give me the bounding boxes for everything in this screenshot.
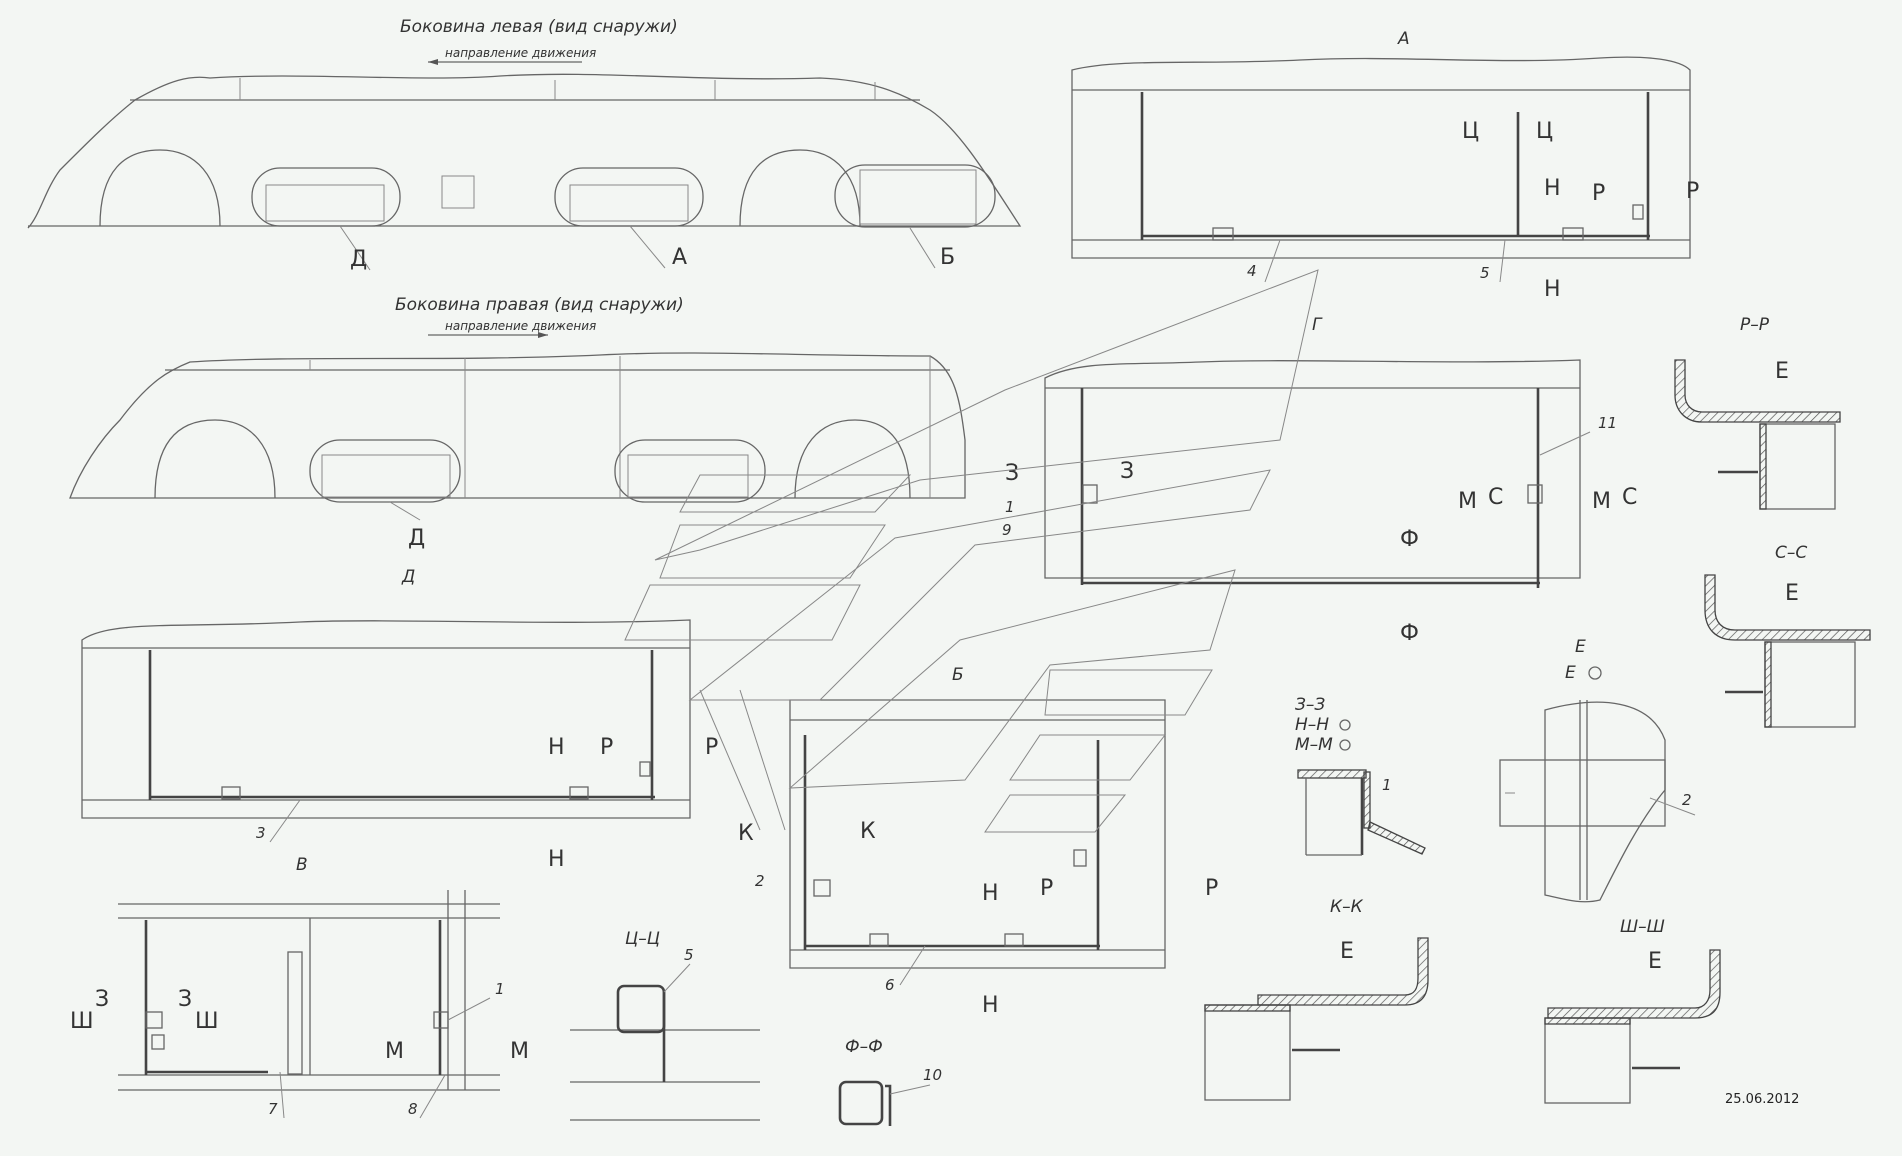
drawing-date: 25.06.2012	[1725, 1092, 1799, 1107]
view-A: А Ц Ц Н Р Р Н 4 5	[1071, 29, 1699, 302]
sec-M-4: М	[510, 1039, 529, 1064]
sec-Sh-2: Ш	[195, 1009, 219, 1034]
left-side-view: Боковина левая (вид снаружи) направление…	[27, 17, 1022, 272]
sec-K-1: К	[738, 821, 754, 846]
sec-N-1: Н	[1544, 176, 1561, 201]
section-ZZ-NN-MM: З–З Н–Н М–М 1	[1295, 695, 1426, 856]
view-label-B-left: Б	[940, 245, 955, 270]
view-label-D-left: Д	[350, 247, 367, 272]
callout-8: 8	[408, 1100, 418, 1118]
view-A-title: А	[1397, 29, 1410, 49]
callout-2b: 2	[1682, 791, 1692, 809]
view-E-title: Е	[1575, 637, 1586, 657]
section-KK-title: К–К	[1330, 897, 1364, 917]
section-ZZ-title: З–З	[1295, 695, 1325, 715]
sec-N-6: Н	[982, 993, 999, 1018]
sec-F-2: Ф	[1400, 621, 1419, 646]
right-side-title: Боковина правая (вид снаружи)	[395, 295, 684, 315]
sec-Z-4: З	[178, 987, 192, 1012]
callout-1b: 1	[495, 980, 505, 998]
callout-10: 10	[923, 1066, 942, 1084]
view-G: Г З З М С М С Ф Ф 1 9 11	[1002, 315, 1637, 646]
view-label-D-right: Д	[408, 526, 425, 551]
section-MM-title: М–М	[1295, 735, 1333, 755]
sec-Z-2: З	[1120, 459, 1134, 484]
sec-Z-3: З	[95, 987, 109, 1012]
section-KK: К–К Е	[1204, 897, 1429, 1101]
sec-E-2: Е	[1785, 581, 1799, 606]
callout-3: 3	[256, 824, 266, 842]
view-V: В З З Ш Ш М М 1 7 8	[70, 855, 529, 1119]
section-SS-title: С–С	[1775, 543, 1807, 563]
sec-F-1: Ф	[1400, 527, 1419, 552]
sec-M-2: М	[1592, 489, 1611, 514]
view-G-title: Г	[1312, 315, 1323, 335]
callout-4: 4	[1247, 262, 1257, 280]
section-ShSh-title: Ш–Ш	[1620, 917, 1665, 937]
sec-M-3: М	[385, 1039, 404, 1064]
sec-N-2: Н	[1544, 277, 1561, 302]
callout-5a: 5	[1480, 264, 1490, 282]
view-D-title: Д	[401, 567, 415, 587]
view-B: Б К К Н Р Р Н 2 6	[738, 665, 1218, 1018]
sec-K-2: К	[860, 819, 876, 844]
sec-R-4: Р	[705, 735, 718, 760]
section-ShSh: Ш–Ш Е	[1544, 917, 1721, 1104]
view-B-title: Б	[952, 665, 964, 685]
view-E1-title: Е	[1565, 663, 1576, 683]
sec-Z-1: З	[1005, 461, 1019, 486]
view-E: Е Е 2	[1499, 637, 1696, 903]
view-V-title: В	[296, 855, 308, 875]
sec-Sh-1: Ш	[70, 1009, 94, 1034]
section-FF: Ф–Ф 10	[838, 1037, 942, 1126]
sec-N-3: Н	[548, 735, 565, 760]
leader-bands	[624, 269, 1319, 833]
callout-1a: 1	[1005, 498, 1015, 516]
section-NN-title: Н–Н	[1295, 715, 1329, 735]
left-side-title: Боковина левая (вид снаружи)	[400, 17, 678, 37]
sec-E1-2: Е	[1648, 949, 1662, 974]
view-label-A-left: А	[672, 245, 687, 270]
section-TsTs: Ц–Ц 5	[570, 929, 760, 1121]
sec-R-1: Р	[1592, 181, 1605, 206]
section-SS: С–С Е	[1704, 543, 1871, 728]
right-direction-label: направление движения	[445, 319, 596, 333]
left-direction-label: направление движения	[445, 46, 596, 60]
sec-R-6: Р	[1205, 876, 1218, 901]
sec-S-2: С	[1622, 485, 1637, 510]
callout-5b: 5	[684, 946, 694, 964]
sec-Ts-2: Ц	[1536, 119, 1553, 144]
callout-7: 7	[268, 1100, 278, 1118]
view-D: Д Н Р Р Н 3	[81, 567, 718, 872]
sec-Ts-1: Ц	[1462, 119, 1479, 144]
section-FF-title: Ф–Ф	[845, 1037, 883, 1057]
callout-9: 9	[1002, 521, 1012, 539]
sec-N-4: Н	[548, 847, 565, 872]
right-side-view: Боковина правая (вид снаружи) направлени…	[69, 295, 966, 551]
sec-E1-1: Е	[1340, 939, 1354, 964]
sec-N-5: Н	[982, 881, 999, 906]
callout-2a: 2	[755, 872, 765, 890]
sec-E-1: Е	[1775, 359, 1789, 384]
section-TsTs-title: Ц–Ц	[625, 929, 660, 949]
sec-S-1: С	[1488, 485, 1503, 510]
callout-11: 11	[1598, 414, 1617, 432]
callout-1c: 1	[1382, 776, 1392, 794]
sec-R-5: Р	[1040, 876, 1053, 901]
sec-M-1: М	[1458, 489, 1477, 514]
section-RR-title: Р–Р	[1740, 315, 1770, 335]
callout-6: 6	[885, 976, 895, 994]
section-RR: Р–Р Е	[1674, 315, 1841, 510]
sec-R-2: Р	[1686, 179, 1699, 204]
sec-R-3: Р	[600, 735, 613, 760]
